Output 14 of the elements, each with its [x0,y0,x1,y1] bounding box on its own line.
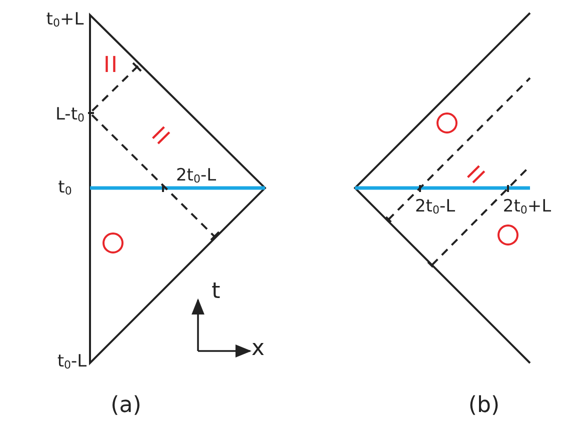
region-label: II [462,162,488,190]
region-label: II [104,55,118,77]
panel-label: (a) [110,395,142,417]
coord-label: L-t$_{0}$ [56,106,84,124]
region-label: II [146,124,174,150]
panel-label: (b) [468,395,500,417]
coord-label: 2t$_{0}$+L [502,198,552,216]
coord-label: t$_{0}$ [58,180,72,196]
coord-label: t$_{0}$-L [57,354,87,370]
coord-label: 2t$_{0}$-L [176,168,216,184]
coord-label: t$_{0}$+L [46,12,84,28]
axis-label: t [212,281,220,303]
coord-label: 2t$_{0}$-L [414,198,456,216]
axis-label: x [251,338,265,360]
